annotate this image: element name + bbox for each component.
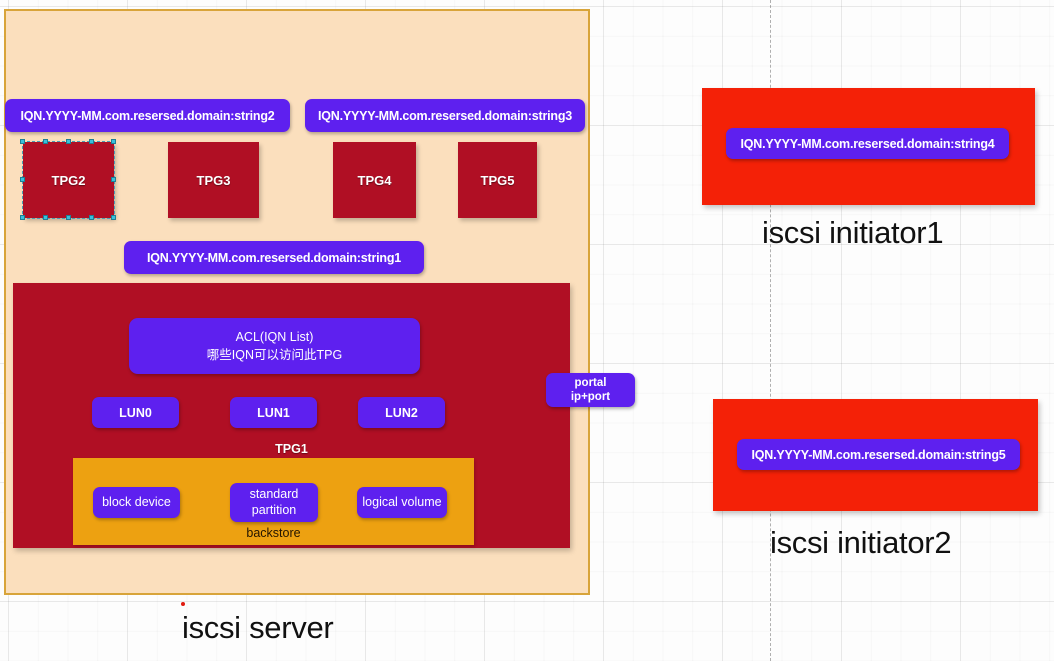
initiator2-caption: iscsi initiator2: [770, 525, 952, 560]
backstore-item-block-device[interactable]: block device: [93, 487, 180, 518]
acl-subtitle: 哪些IQN可以访问此TPG: [206, 348, 343, 362]
lun-box-lun1[interactable]: LUN1: [230, 397, 317, 428]
selection-handle-e[interactable]: [111, 177, 116, 182]
selection-handle-sw[interactable]: [20, 215, 25, 220]
iqn-chip-string1[interactable]: IQN.YYYY-MM.com.resersed.domain:string1: [124, 241, 424, 274]
selection-handle-nw[interactable]: [20, 139, 25, 144]
portal-line1: portal: [574, 376, 607, 389]
selection-handle-n[interactable]: [66, 139, 71, 144]
tpg-box-tpg4[interactable]: TPG4: [333, 142, 416, 218]
acl-title: ACL(IQN List): [235, 329, 314, 344]
tpg-box-tpg2[interactable]: TPG2: [22, 141, 115, 219]
selection-handle-se[interactable]: [111, 215, 116, 220]
selection-handle-n2[interactable]: [89, 139, 94, 144]
selection-handle-s2[interactable]: [89, 215, 94, 220]
iscsi-server-caption: iscsi server: [182, 610, 334, 645]
selection-handle-s[interactable]: [66, 215, 71, 220]
acl-box[interactable]: ACL(IQN List) 哪些IQN可以访问此TPG: [129, 318, 420, 374]
lun-box-lun0[interactable]: LUN0: [92, 397, 179, 428]
selection-handle-s1[interactable]: [43, 215, 48, 220]
iqn-chip-string5[interactable]: IQN.YYYY-MM.com.resersed.domain:string5: [737, 439, 1020, 470]
tpg-box-tpg3[interactable]: TPG3: [168, 142, 259, 218]
backstore-item-standard-partition[interactable]: standard partition: [230, 483, 318, 522]
iqn-chip-string2[interactable]: IQN.YYYY-MM.com.resersed.domain:string2: [5, 99, 290, 132]
iqn-chip-string4[interactable]: IQN.YYYY-MM.com.resersed.domain:string4: [726, 128, 1009, 159]
backstore-item-logical-volume[interactable]: logical volume: [357, 487, 447, 518]
backstore-label: backstore: [246, 526, 301, 540]
red-dot-marker: [181, 602, 185, 606]
selection-handle-w[interactable]: [20, 177, 25, 182]
selection-handle-n1[interactable]: [43, 139, 48, 144]
tpg-box-tpg5[interactable]: TPG5: [458, 142, 537, 218]
iqn-chip-string3[interactable]: IQN.YYYY-MM.com.resersed.domain:string3: [305, 99, 585, 132]
selection-handle-ne[interactable]: [111, 139, 116, 144]
portal-line2: ip+port: [570, 391, 611, 403]
portal-box[interactable]: portal ip+port: [546, 373, 635, 407]
lun-box-lun2[interactable]: LUN2: [358, 397, 445, 428]
initiator1-caption: iscsi initiator1: [762, 215, 944, 250]
tpg1-label: TPG1: [275, 442, 308, 456]
